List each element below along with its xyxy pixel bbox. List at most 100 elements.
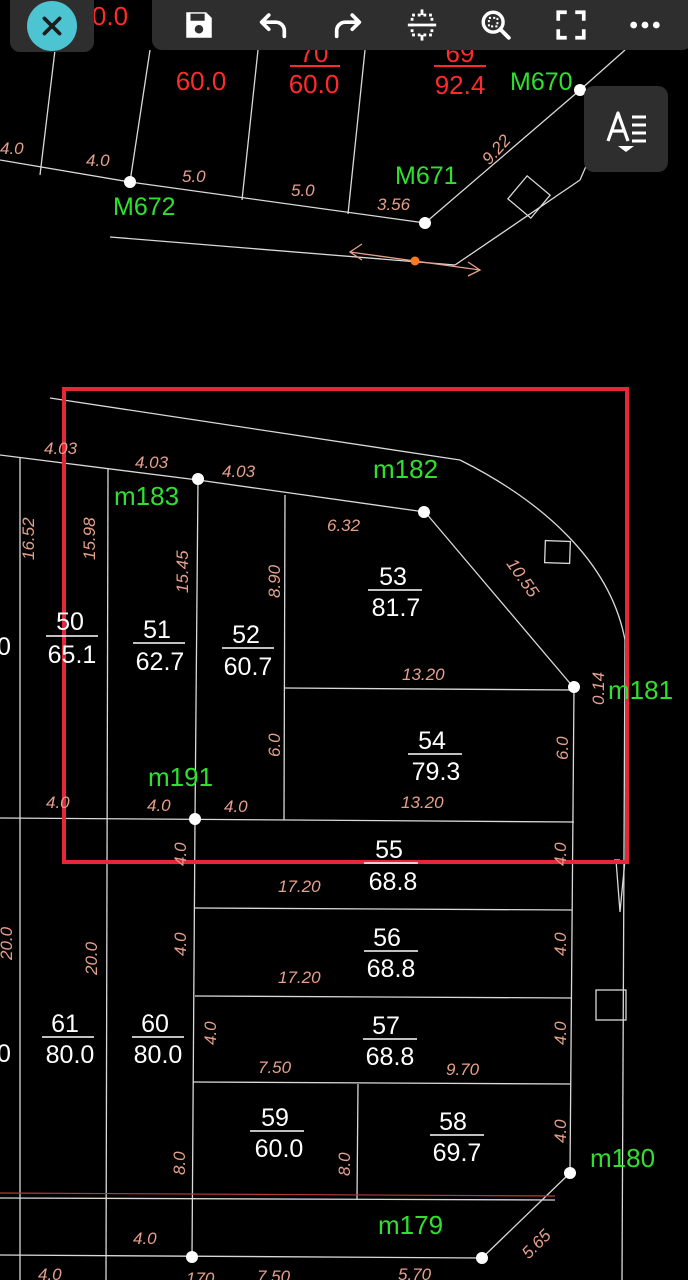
dimension-label: 4.0	[38, 1265, 62, 1280]
dimension-label: 170	[186, 1269, 215, 1280]
dimension-label: 7.50	[258, 1058, 292, 1077]
dimension-label: 4.0	[171, 842, 190, 866]
parcel-area: 68.8	[367, 955, 416, 983]
parcel-number: 60	[141, 1010, 169, 1038]
parcel-area: 68.8	[366, 1043, 415, 1071]
station-label: M672	[113, 193, 176, 221]
dimension-label: 8.90	[265, 564, 284, 598]
parcel-area: 79.3	[412, 758, 461, 786]
dimension-label: 10.55	[503, 555, 543, 601]
station-label: m180	[590, 1143, 655, 1173]
parcel-number: 57	[372, 1012, 400, 1040]
dimension-label: 20.0	[0, 926, 16, 961]
dimension-label: 4.0	[224, 797, 248, 816]
dimension-label: 4.0	[551, 932, 570, 956]
dimension-label: 4.0	[133, 1229, 157, 1248]
orange-point[interactable]	[410, 256, 420, 266]
station-label: m181	[608, 675, 673, 705]
boundary-lines	[0, 49, 627, 1280]
crop-button[interactable]	[399, 5, 445, 45]
parcel-area: 80.0	[134, 1041, 183, 1069]
dimension-label: 4.0	[86, 151, 110, 170]
parcel-number: 50	[56, 608, 84, 636]
dimension-label: 17.20	[278, 968, 321, 987]
dimension-label: 6.0	[265, 733, 284, 757]
station-label: m179	[378, 1210, 443, 1240]
parcel-area: 60.0	[176, 66, 227, 96]
top-parcels: 60.0 60.0 92.4 0.0 70 69	[92, 1, 485, 100]
more-button[interactable]	[622, 5, 668, 45]
selection-frame[interactable]	[62, 387, 629, 864]
station-label: M670	[510, 68, 573, 96]
dimension-label: 5.0	[182, 167, 206, 186]
parcel-area: 80.0	[46, 1041, 95, 1069]
dimension-label: 3.56	[377, 195, 411, 214]
dimension-label: 9.70	[446, 1060, 480, 1079]
parcel-area: 60.7	[224, 653, 273, 681]
fullscreen-button[interactable]	[548, 5, 594, 45]
close-button[interactable]	[27, 1, 77, 51]
dimension-label: 17.20	[278, 877, 321, 896]
dimension-label: 5.0	[291, 181, 315, 200]
parcel-number: 54	[418, 727, 446, 755]
dimension-label: 6.0	[553, 736, 572, 760]
dimension-label: 4.03	[222, 462, 256, 481]
red-boundary	[0, 1192, 556, 1197]
parcel-area: 0	[0, 633, 11, 661]
dimension-label: 4.0	[551, 1119, 570, 1143]
station-points[interactable]	[124, 84, 586, 1264]
station-label: m183	[114, 481, 179, 511]
dimension-label: 4.0	[46, 793, 70, 812]
parcel-number: 53	[379, 563, 407, 591]
parcel-area: 62.7	[136, 648, 185, 676]
save-icon	[186, 12, 212, 38]
parcel-area: 65.1	[48, 641, 97, 669]
undo-icon	[260, 13, 287, 39]
parcel-number: 59	[261, 1104, 289, 1132]
fullscreen-icon	[555, 10, 586, 40]
dimension-label: 7.50	[257, 1267, 291, 1280]
dimension-label: 15.98	[80, 517, 99, 560]
dimension-label: 4.0	[171, 932, 190, 956]
dimension-label: 4.0	[201, 1021, 220, 1045]
dimension-label: 16.52	[19, 517, 38, 560]
parcel-area: 0.0	[92, 1, 128, 31]
top-toolbar	[152, 0, 688, 50]
dimension-label: 4.0	[0, 139, 24, 158]
save-button[interactable]	[176, 5, 222, 45]
parcel-number: 51	[143, 616, 171, 644]
dimension-label: 13.20	[402, 665, 445, 684]
parcel-area: 81.7	[372, 594, 421, 622]
dimension-label: 4.03	[135, 453, 169, 472]
station-labels: M670 M671 M672 m182 m183 m181 m191 m180 …	[113, 68, 673, 1240]
parcel-area: 69.7	[433, 1139, 482, 1167]
zoom-icon	[481, 10, 511, 40]
zoom-button[interactable]	[473, 5, 519, 45]
dimension-label: 4.0	[551, 842, 570, 866]
station-label: m191	[148, 762, 213, 792]
dimension-label: 4.03	[44, 439, 78, 458]
text-format-icon	[606, 111, 646, 152]
text-format-button[interactable]	[584, 86, 668, 172]
parcel-number: 58	[439, 1108, 467, 1136]
undo-button[interactable]	[250, 5, 296, 45]
dimension-labels: 4.0 4.0 5.0 5.0 3.56 9.22 4.03 4.03 4.03…	[0, 131, 608, 1280]
redo-icon	[334, 13, 361, 39]
more-icon	[630, 21, 660, 29]
dimension-label: 9.22	[478, 131, 515, 169]
dimension-label: 13.20	[401, 793, 444, 812]
parcel-number: 61	[51, 1010, 79, 1038]
redo-button[interactable]	[325, 5, 371, 45]
station-label: M671	[395, 162, 458, 190]
close-button-container	[10, 0, 94, 52]
parcel-fraction-lines	[42, 589, 484, 1136]
dimension-label: 8.0	[170, 1151, 189, 1175]
parcel-number: 52	[232, 621, 260, 649]
parcel-area: 0	[0, 1040, 11, 1068]
parcel-number: 55	[375, 836, 403, 864]
dimension-label: 5.70	[398, 1265, 432, 1280]
dimension-label: 20.0	[82, 941, 101, 976]
crop-icon	[407, 9, 437, 41]
parcel-area: 68.8	[369, 868, 418, 896]
